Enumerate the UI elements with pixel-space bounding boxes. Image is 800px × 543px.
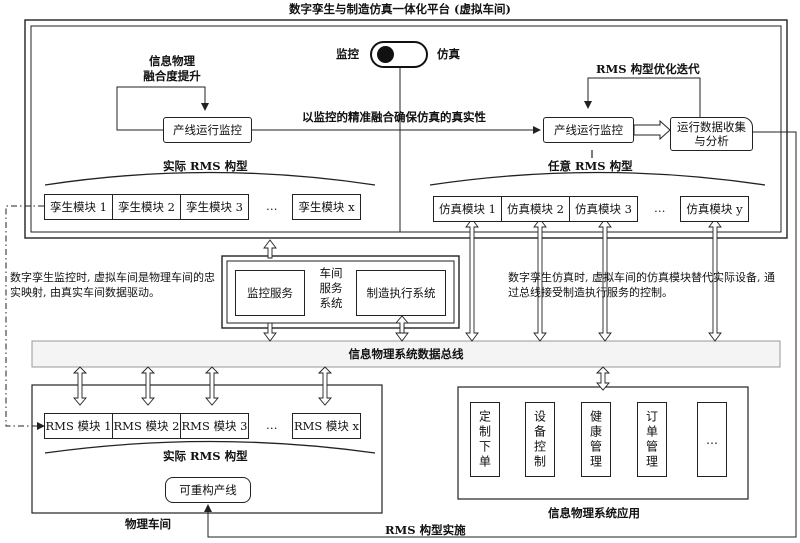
- arrow-bus-rmsx: [317, 366, 333, 406]
- bracket-arbitrary: [429, 171, 766, 186]
- arrow-sim2-bus: [533, 218, 547, 342]
- virtual-outer-frame: [24, 19, 788, 239]
- line-monitor-box-left: 产线运行监控: [163, 117, 252, 143]
- data-bus-bar: [31, 340, 781, 368]
- actual-rms-label-virtual: 实际 RMS 构型: [163, 159, 248, 173]
- mapping-dashdot-line: [5, 205, 45, 430]
- data-collect-line1: 运行数据收集: [677, 120, 746, 134]
- rms-module-x: RMS 模块 x: [292, 413, 361, 439]
- arrow-services-up-left: [263, 239, 277, 259]
- arrow-bus-apps: [595, 366, 611, 391]
- actual-rms-label-physical: 实际 RMS 构型: [163, 449, 248, 463]
- app-health-management: 健康管理: [581, 402, 611, 477]
- app-device-control: 设备控制: [525, 402, 555, 477]
- rms-opt-label: RMS 构型优化迭代: [596, 62, 700, 76]
- service-system-line1: 车间: [319, 266, 343, 280]
- bracket-actual-virtual: [44, 171, 376, 186]
- twin-module-2: 孪生模块 2: [112, 194, 181, 220]
- service-system-line2: 服务: [319, 281, 343, 295]
- services-inner-frame: [226, 260, 455, 324]
- app-order-management: 订单管理: [637, 402, 667, 477]
- data-collect-box: 运行数据收集 与分析: [670, 117, 753, 151]
- arbitrary-rms-label: 任意 RMS 构型: [548, 159, 633, 173]
- toggle-label-simulation: 仿真: [437, 47, 460, 61]
- rms-impl-line: [204, 131, 797, 538]
- arrow-bus-rms2: [140, 366, 156, 406]
- twin-module-x: 孪生模块 x: [292, 194, 361, 220]
- bus-label: 信息物理系统数据总线: [348, 347, 464, 361]
- service-system-label: 车间 服务 系统: [313, 266, 349, 311]
- rms-module-ellipsis: …: [266, 418, 278, 432]
- twin-module-ellipsis: …: [266, 199, 278, 213]
- note-monitoring: 数字孪生监控时, 虚拟车间是物理车间的忠实映射, 由真实车间数据驱动。: [10, 271, 215, 299]
- arrow-bus-rms3: [204, 366, 220, 406]
- sim-module-y: 仿真模块 y: [680, 196, 749, 222]
- service-system-line3: 系统: [319, 296, 343, 310]
- sim-module-1: 仿真模块 1: [433, 196, 502, 222]
- apps-caption: 信息物理系统应用: [548, 506, 640, 520]
- rms-opt-loop-arrow: [584, 77, 701, 117]
- virtual-inner-frame: [30, 25, 782, 233]
- rms-module-2: RMS 模块 2: [112, 413, 181, 439]
- center-caption: 以监控的精准融合确保仿真的真实性: [302, 110, 486, 124]
- rms-impl-label: RMS 构型实施: [385, 523, 466, 537]
- physical-frame: [31, 384, 383, 514]
- bracket-actual-physical: [44, 440, 376, 454]
- arrow-simy-bus: [708, 218, 722, 342]
- app-custom-order: 定制下单: [470, 402, 500, 477]
- arrow-services-up-right: [395, 315, 409, 334]
- toggle-label-monitor: 监控: [336, 47, 359, 61]
- twin-module-1: 孪生模块 1: [44, 194, 113, 220]
- line-monitor-box-right: 产线运行监控: [543, 117, 634, 143]
- reconfig-line-box: 可重构产线: [165, 477, 251, 503]
- mes-box: 制造执行系统: [356, 270, 446, 316]
- sim-module-ellipsis: …: [654, 201, 666, 215]
- data-collect-line2: 与分析: [694, 134, 729, 148]
- arrow-sim1-bus: [465, 218, 479, 342]
- app-ellipsis: …: [697, 402, 727, 477]
- monitor-service-box: 监控服务: [235, 270, 305, 316]
- rms-module-1: RMS 模块 1: [44, 413, 113, 439]
- arrow-sim3-bus: [598, 218, 612, 342]
- services-outer-frame: [221, 255, 460, 329]
- arrow-bus-rms1: [72, 366, 88, 406]
- fusion-loop-arrow: [116, 86, 209, 131]
- monitor-sim-toggle[interactable]: [370, 41, 428, 68]
- sim-module-2: 仿真模块 2: [501, 196, 570, 222]
- arrow-services-down-left: [263, 322, 277, 342]
- note-simulation: 数字孪生仿真时, 虚拟车间的仿真模块替代实际设备, 通过总线接受制造执行服务的控…: [508, 271, 775, 299]
- fusion-label-line2: 融合度提升: [143, 69, 201, 83]
- diagram-title: 数字孪生与制造仿真一体化平台 (虚拟车间): [289, 2, 511, 16]
- hollow-arrow-collect: [633, 119, 671, 141]
- toggle-knob: [377, 46, 394, 63]
- twin-module-3: 孪生模块 3: [180, 194, 249, 220]
- rms-module-3: RMS 模块 3: [180, 413, 249, 439]
- sim-module-3: 仿真模块 3: [569, 196, 638, 222]
- physical-workshop-caption: 物理车间: [125, 517, 171, 531]
- fusion-label-line1: 信息物理: [149, 54, 195, 68]
